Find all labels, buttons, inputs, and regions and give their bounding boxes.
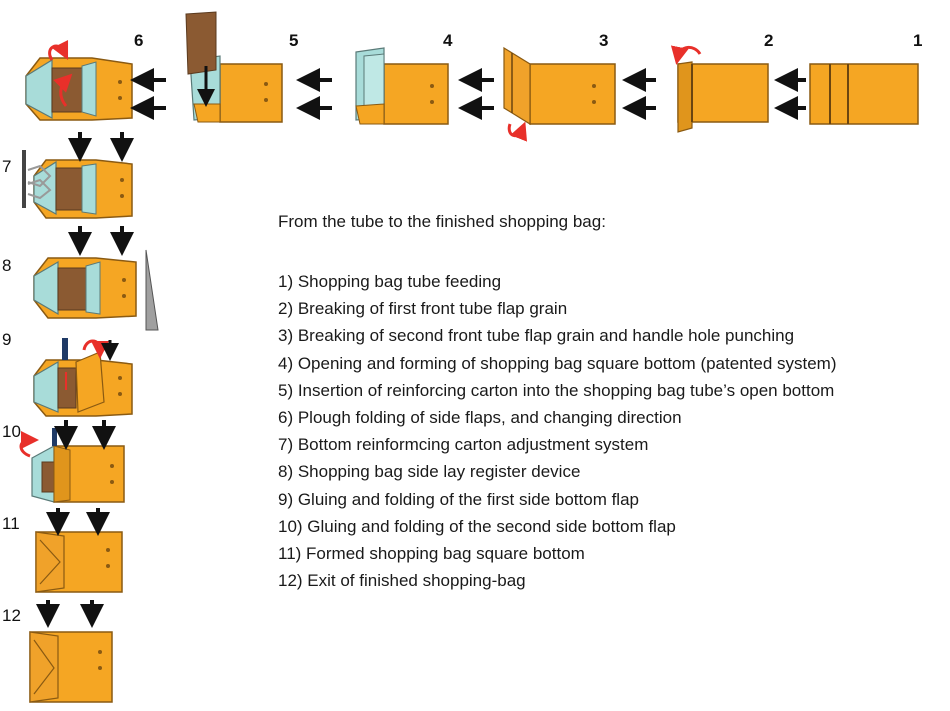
step-number-10: 10 xyxy=(2,422,21,441)
flow-arrows-top xyxy=(130,68,806,120)
step-item: 1) Shopping bag tube feeding xyxy=(278,272,502,291)
step-item: 11) Formed shopping bag square bottom xyxy=(278,543,585,563)
step-7-carton-adjust xyxy=(22,150,133,219)
step-number-5: 5 xyxy=(289,31,299,50)
step-item: 9) Gluing and folding of the first side … xyxy=(278,489,639,509)
step-3-second-flap xyxy=(503,46,616,142)
step-5-carton-insert xyxy=(185,11,283,123)
step-8-side-lay-register xyxy=(33,249,159,331)
step-1-bag-tube xyxy=(809,63,919,125)
step-number-11: 11 xyxy=(2,514,20,533)
step-list: 1) Shopping bag tube feeding 2) Breaking… xyxy=(278,268,938,594)
flow-arrows-side xyxy=(36,132,134,628)
step-number-1: 1 xyxy=(913,31,923,50)
description-title: From the tube to the finished shopping b… xyxy=(278,212,606,231)
step-item: 12) Exit of finished shopping-bag xyxy=(278,571,526,591)
step-item: 2) Breaking of first front tube flap gra… xyxy=(278,299,568,319)
step-number-3: 3 xyxy=(599,31,609,50)
step-number-7: 7 xyxy=(2,157,12,176)
step-number-2: 2 xyxy=(764,31,774,50)
step-number-4: 4 xyxy=(443,31,453,50)
step-item: 4) Opening and forming of shopping bag s… xyxy=(278,353,837,373)
step-item: 10) Gluing and folding of the second sid… xyxy=(278,516,676,536)
step-number-9: 9 xyxy=(2,330,12,349)
step-item: 7) Bottom reinformcing carton adjustment… xyxy=(278,435,649,455)
step-item: 5) Insertion of reinforcing carton into … xyxy=(278,380,835,400)
step-2-first-flap xyxy=(670,45,769,133)
step-number-12: 12 xyxy=(2,606,21,625)
step-item: 3) Breaking of second front tube flap gr… xyxy=(278,326,795,346)
step-6-plough-fold xyxy=(25,39,133,121)
step-12-finished-bag xyxy=(29,631,113,703)
step-item: 8) Shopping bag side lay register device xyxy=(278,462,581,482)
step-11-formed-bottom xyxy=(35,531,123,593)
step-10-second-side-flap xyxy=(19,428,125,503)
step-9-first-side-flap xyxy=(33,338,133,417)
step-number-6: 6 xyxy=(134,31,144,50)
step-number-8: 8 xyxy=(2,256,12,275)
process-description: From the tube to the finished shopping b… xyxy=(278,212,938,594)
step-item: 6) Plough folding of side flaps, and cha… xyxy=(278,407,682,427)
step-4-square-bottom xyxy=(355,47,449,125)
